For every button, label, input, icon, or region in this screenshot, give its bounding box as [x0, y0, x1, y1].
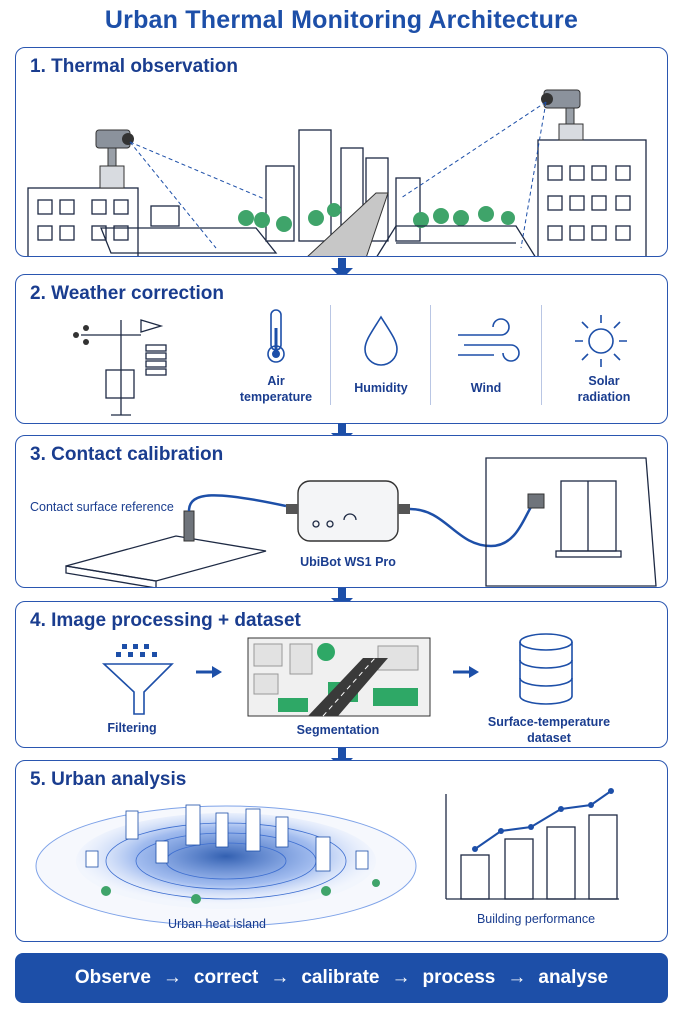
- funnel-icon: [101, 644, 174, 715]
- flow-arrow-right: [453, 666, 479, 678]
- flow-arrow: [331, 258, 353, 279]
- weather-station-icon: [73, 319, 167, 416]
- footer-arrow: →: [270, 967, 290, 988]
- panel-image-processing: 4. Image processing + dataset Filtering …: [15, 601, 668, 748]
- calibration-setup: [65, 457, 657, 587]
- panel-title: 1. Thermal observation: [30, 56, 239, 77]
- label-segmentation: Segmentation: [296, 723, 380, 737]
- label-filtering: Filtering: [107, 721, 157, 735]
- divider: [330, 305, 331, 405]
- panel-title: 3. Contact calibration: [30, 444, 224, 465]
- flow-arrow: [331, 748, 353, 769]
- page-title: Urban Thermal Monitoring Architecture: [104, 6, 579, 34]
- label-solar-radiation: Solar radiation: [577, 374, 631, 404]
- label-dataset: Surface-temperature dataset: [487, 715, 611, 745]
- sun-icon: [575, 315, 627, 367]
- footer-arrow: →: [162, 967, 182, 988]
- label-building-performance: Building performance: [476, 912, 596, 926]
- footer-arrow: →: [507, 967, 527, 988]
- segmentation-map: [247, 637, 431, 717]
- footer-step-correct: correct: [193, 967, 259, 988]
- label-wind: Wind: [470, 381, 502, 395]
- thermometer-icon: [267, 309, 285, 363]
- label-humidity: Humidity: [354, 381, 408, 395]
- label-heat-island: Urban heat island: [168, 917, 266, 931]
- panel-urban-analysis: 5. Urban analysis Urban heat island: [15, 760, 668, 942]
- footer-arrow: →: [391, 967, 411, 988]
- panel-weather-correction: 2. Weather correction Air temperature Hu…: [15, 274, 668, 424]
- wind-icon: [458, 318, 520, 362]
- thermal-camera-icon: [541, 89, 584, 141]
- workflow-footer: Observe → correct → calibrate → process …: [15, 953, 668, 1003]
- panel-title: 5. Urban analysis: [30, 769, 187, 790]
- panel-contact-calibration: 3. Contact calibration Contact surface r…: [15, 435, 668, 588]
- footer-step-analyse: analyse: [538, 967, 609, 988]
- footer-step-calibrate: calibrate: [301, 967, 380, 988]
- panel-title: 2. Weather correction: [30, 283, 224, 304]
- divider: [541, 305, 542, 405]
- label-air-temperature: Air temperature: [239, 374, 313, 404]
- droplet-icon: [364, 315, 398, 366]
- bar-chart-icon: [445, 788, 619, 900]
- thermal-camera-icon: [95, 129, 134, 189]
- label-device-name: UbiBot WS1 Pro: [300, 555, 396, 569]
- database-icon: [519, 633, 573, 705]
- footer-step-process: process: [422, 967, 496, 988]
- flow-arrow: [331, 588, 353, 609]
- sensor-box-icon: [286, 480, 410, 542]
- city-street-illustration: [27, 89, 647, 256]
- panel-title: 4. Image processing + dataset: [30, 610, 301, 631]
- heat-island-map: [35, 804, 417, 927]
- divider: [430, 305, 431, 405]
- footer-step-observe: Observe: [74, 967, 151, 988]
- label-contact-surface: Contact surface reference: [30, 500, 174, 514]
- flow-arrow: [331, 423, 353, 444]
- panel-thermal-observation: 1. Thermal observation: [15, 47, 668, 257]
- flow-arrow-right: [196, 666, 222, 678]
